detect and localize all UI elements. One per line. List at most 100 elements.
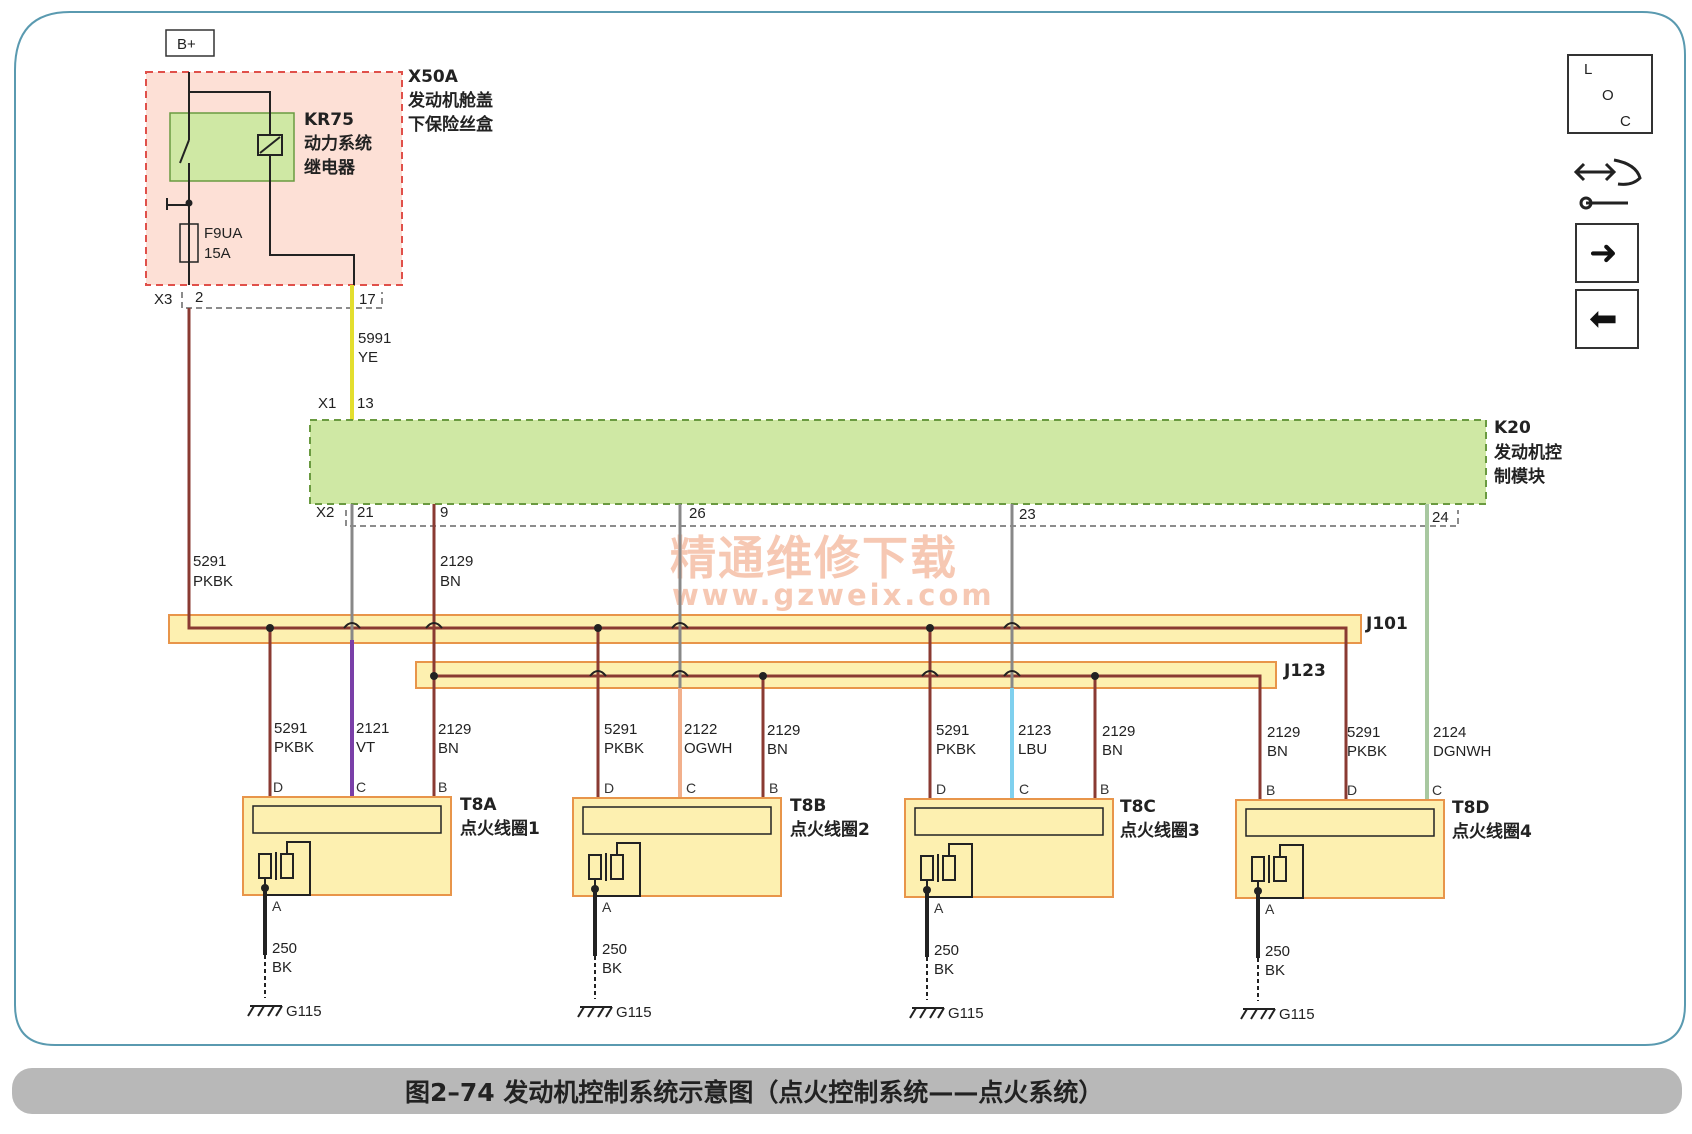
coil-t8a-pin-b: B [438, 779, 447, 795]
coil-t8c: 5291 PKBK 2123 LBU 2129 BN D C B T8C 点火线… [904, 722, 1200, 1022]
svg-text:L: L [1584, 61, 1592, 78]
figure-caption: 图2–74 发动机控制系统示意图（点火控制系统——点火系统） [405, 1078, 1103, 1107]
coil-t8b-gnd-num: 250 [602, 941, 627, 958]
coil-t8d-ground: G115 [1279, 1006, 1315, 1023]
coil-t8d-gnd-num: 250 [1265, 943, 1290, 960]
coil-t8d-id: T8D [1452, 798, 1490, 818]
coil-t8a-gnd-num: 250 [272, 940, 297, 957]
coil-t8d: 2129 BN 5291 PKBK 2124 DGNWH B D C T8D 点… [1235, 724, 1532, 1023]
coil-t8a-w2-num: 2121 [356, 720, 389, 737]
wire-5291-num: 5291 [193, 553, 226, 570]
coil-t8b: 5291 PKBK 2122 OGWH 2129 BN D C B T8B 点火… [572, 721, 870, 1021]
coil-t8a: 5291 PKBK 2121 VT 2129 BN D C B T8A 点火线圈… [242, 720, 540, 1020]
connector-x3-label: X3 [154, 291, 172, 308]
coil-t8b-pin-b: B [769, 780, 778, 796]
coil-t8a-pin-c: C [356, 779, 366, 795]
connector-x2-pin-23: 23 [1019, 506, 1036, 523]
diagram-frame [14, 11, 1686, 1046]
coil-t8a-w3-num: 2129 [438, 721, 471, 738]
watermark-text: 精通维修下载 [670, 531, 958, 585]
splice-j123-label: J123 [1283, 661, 1326, 681]
connector-x3-pin-2: 2 [195, 289, 203, 306]
relay-label-1: 动力系统 [304, 133, 372, 154]
coil-t8c-pin-d: D [936, 781, 946, 797]
watermark-url: www.gzweix.com [672, 578, 995, 612]
coil-t8b-w1-num: 5291 [604, 721, 637, 738]
coil-t8d-pin-a: A [1265, 901, 1275, 917]
loc-icon[interactable]: L O C [1567, 54, 1653, 134]
coil-t8d-w3-num: 2124 [1433, 724, 1466, 741]
ecm-label-2: 制模块 [1494, 466, 1546, 487]
coil-t8d-w2-num: 5291 [1347, 724, 1380, 741]
coil-t8c-pin-b: B [1100, 781, 1109, 797]
coil-t8c-pin-a: A [934, 900, 944, 916]
move-tool-icon[interactable] [1573, 158, 1642, 210]
coil-t8d-pin-c: C [1432, 782, 1442, 798]
svg-text:⬅: ⬅ [1589, 299, 1618, 339]
power-label: B+ [177, 36, 196, 53]
coil-t8c-w2-num: 2123 [1018, 722, 1051, 739]
connector-x1-label: X1 [318, 395, 336, 412]
coil-t8b-pin-d: D [604, 780, 614, 796]
fuse-rating: 15A [204, 245, 231, 262]
coil-t8c-w1-num: 5291 [936, 722, 969, 739]
coil-t8b-ground: G115 [616, 1004, 652, 1021]
coil-t8a-pin-d: D [273, 779, 283, 795]
connector-x2-pin-9: 9 [440, 504, 448, 521]
connector-x2-label: X2 [316, 504, 334, 521]
coil-t8a-name: 点火线圈1 [460, 818, 540, 839]
coil-t8a-id: T8A [460, 795, 497, 815]
back-arrow-icon[interactable]: ⬅ [1575, 289, 1639, 349]
relay-internal-wiring [166, 72, 355, 285]
connector-x1-pin: 13 [357, 395, 374, 412]
relay-label-2: 继电器 [304, 157, 356, 178]
coil-t8c-w3-color: BN [1102, 742, 1123, 759]
coil-t8c-ground: G115 [948, 1005, 984, 1022]
relay-kr75 [169, 112, 295, 182]
wire-2129-color: BN [440, 573, 461, 590]
coil-t8b-w2-color: OGWH [684, 740, 732, 757]
coil-t8a-w1-color: PKBK [274, 739, 314, 756]
coil-t8a-pin-a: A [272, 898, 282, 914]
splice-j101-label: J101 [1365, 614, 1408, 634]
coil-t8c-w2-color: LBU [1018, 741, 1047, 758]
coil-t8b-w3-num: 2129 [767, 722, 800, 739]
harness-wires [187, 308, 1429, 800]
coil-t8c-pin-c: C [1019, 781, 1029, 797]
coil-t8d-name: 点火线圈4 [1452, 821, 1532, 842]
wire-5991-num: 5991 [358, 330, 391, 347]
coil-t8a-w1-num: 5291 [274, 720, 307, 737]
coil-t8d-w3-color: DGNWH [1433, 743, 1491, 760]
coil-t8b-w3-color: BN [767, 741, 788, 758]
coil-t8d-pin-b: B [1266, 782, 1275, 798]
coil-t8c-name: 点火线圈3 [1120, 820, 1200, 841]
svg-text:➜: ➜ [1589, 233, 1618, 273]
ecm-label-1: 发动机控 [1493, 442, 1562, 463]
forward-arrow-icon[interactable]: ➜ [1575, 223, 1639, 283]
wire-2129-num: 2129 [440, 553, 473, 570]
connector-x3 [181, 292, 383, 309]
coil-t8a-w2-color: VT [356, 739, 375, 756]
coil-t8b-w1-color: PKBK [604, 740, 644, 757]
connector-x2-pin-21: 21 [357, 504, 374, 521]
coil-t8b-gnd-color: BK [602, 960, 622, 977]
coil-t8b-pin-a: A [602, 899, 612, 915]
relay-id: KR75 [304, 110, 354, 130]
ground-icon [247, 1005, 283, 1017]
connector-x2 [345, 510, 1459, 527]
connector-x2-pin-26: 26 [689, 505, 706, 522]
wire-crossovers [343, 622, 1021, 677]
coil-t8c-id: T8C [1120, 797, 1156, 817]
coil-t8c-w1-color: PKBK [936, 741, 976, 758]
coil-t8c-w3-num: 2129 [1102, 723, 1135, 740]
coil-t8d-w1-color: BN [1267, 743, 1288, 760]
splice-dots [266, 624, 1099, 680]
wire-5991-color: YE [358, 349, 378, 366]
coil-t8b-w2-num: 2122 [684, 721, 717, 738]
coil-t8d-w1-num: 2129 [1267, 724, 1300, 741]
ground-icon [1240, 1008, 1276, 1020]
connector-x3-pin-17: 17 [359, 291, 376, 308]
coil-t8d-gnd-color: BK [1265, 962, 1285, 979]
coil-t8a-ground: G115 [286, 1003, 322, 1020]
